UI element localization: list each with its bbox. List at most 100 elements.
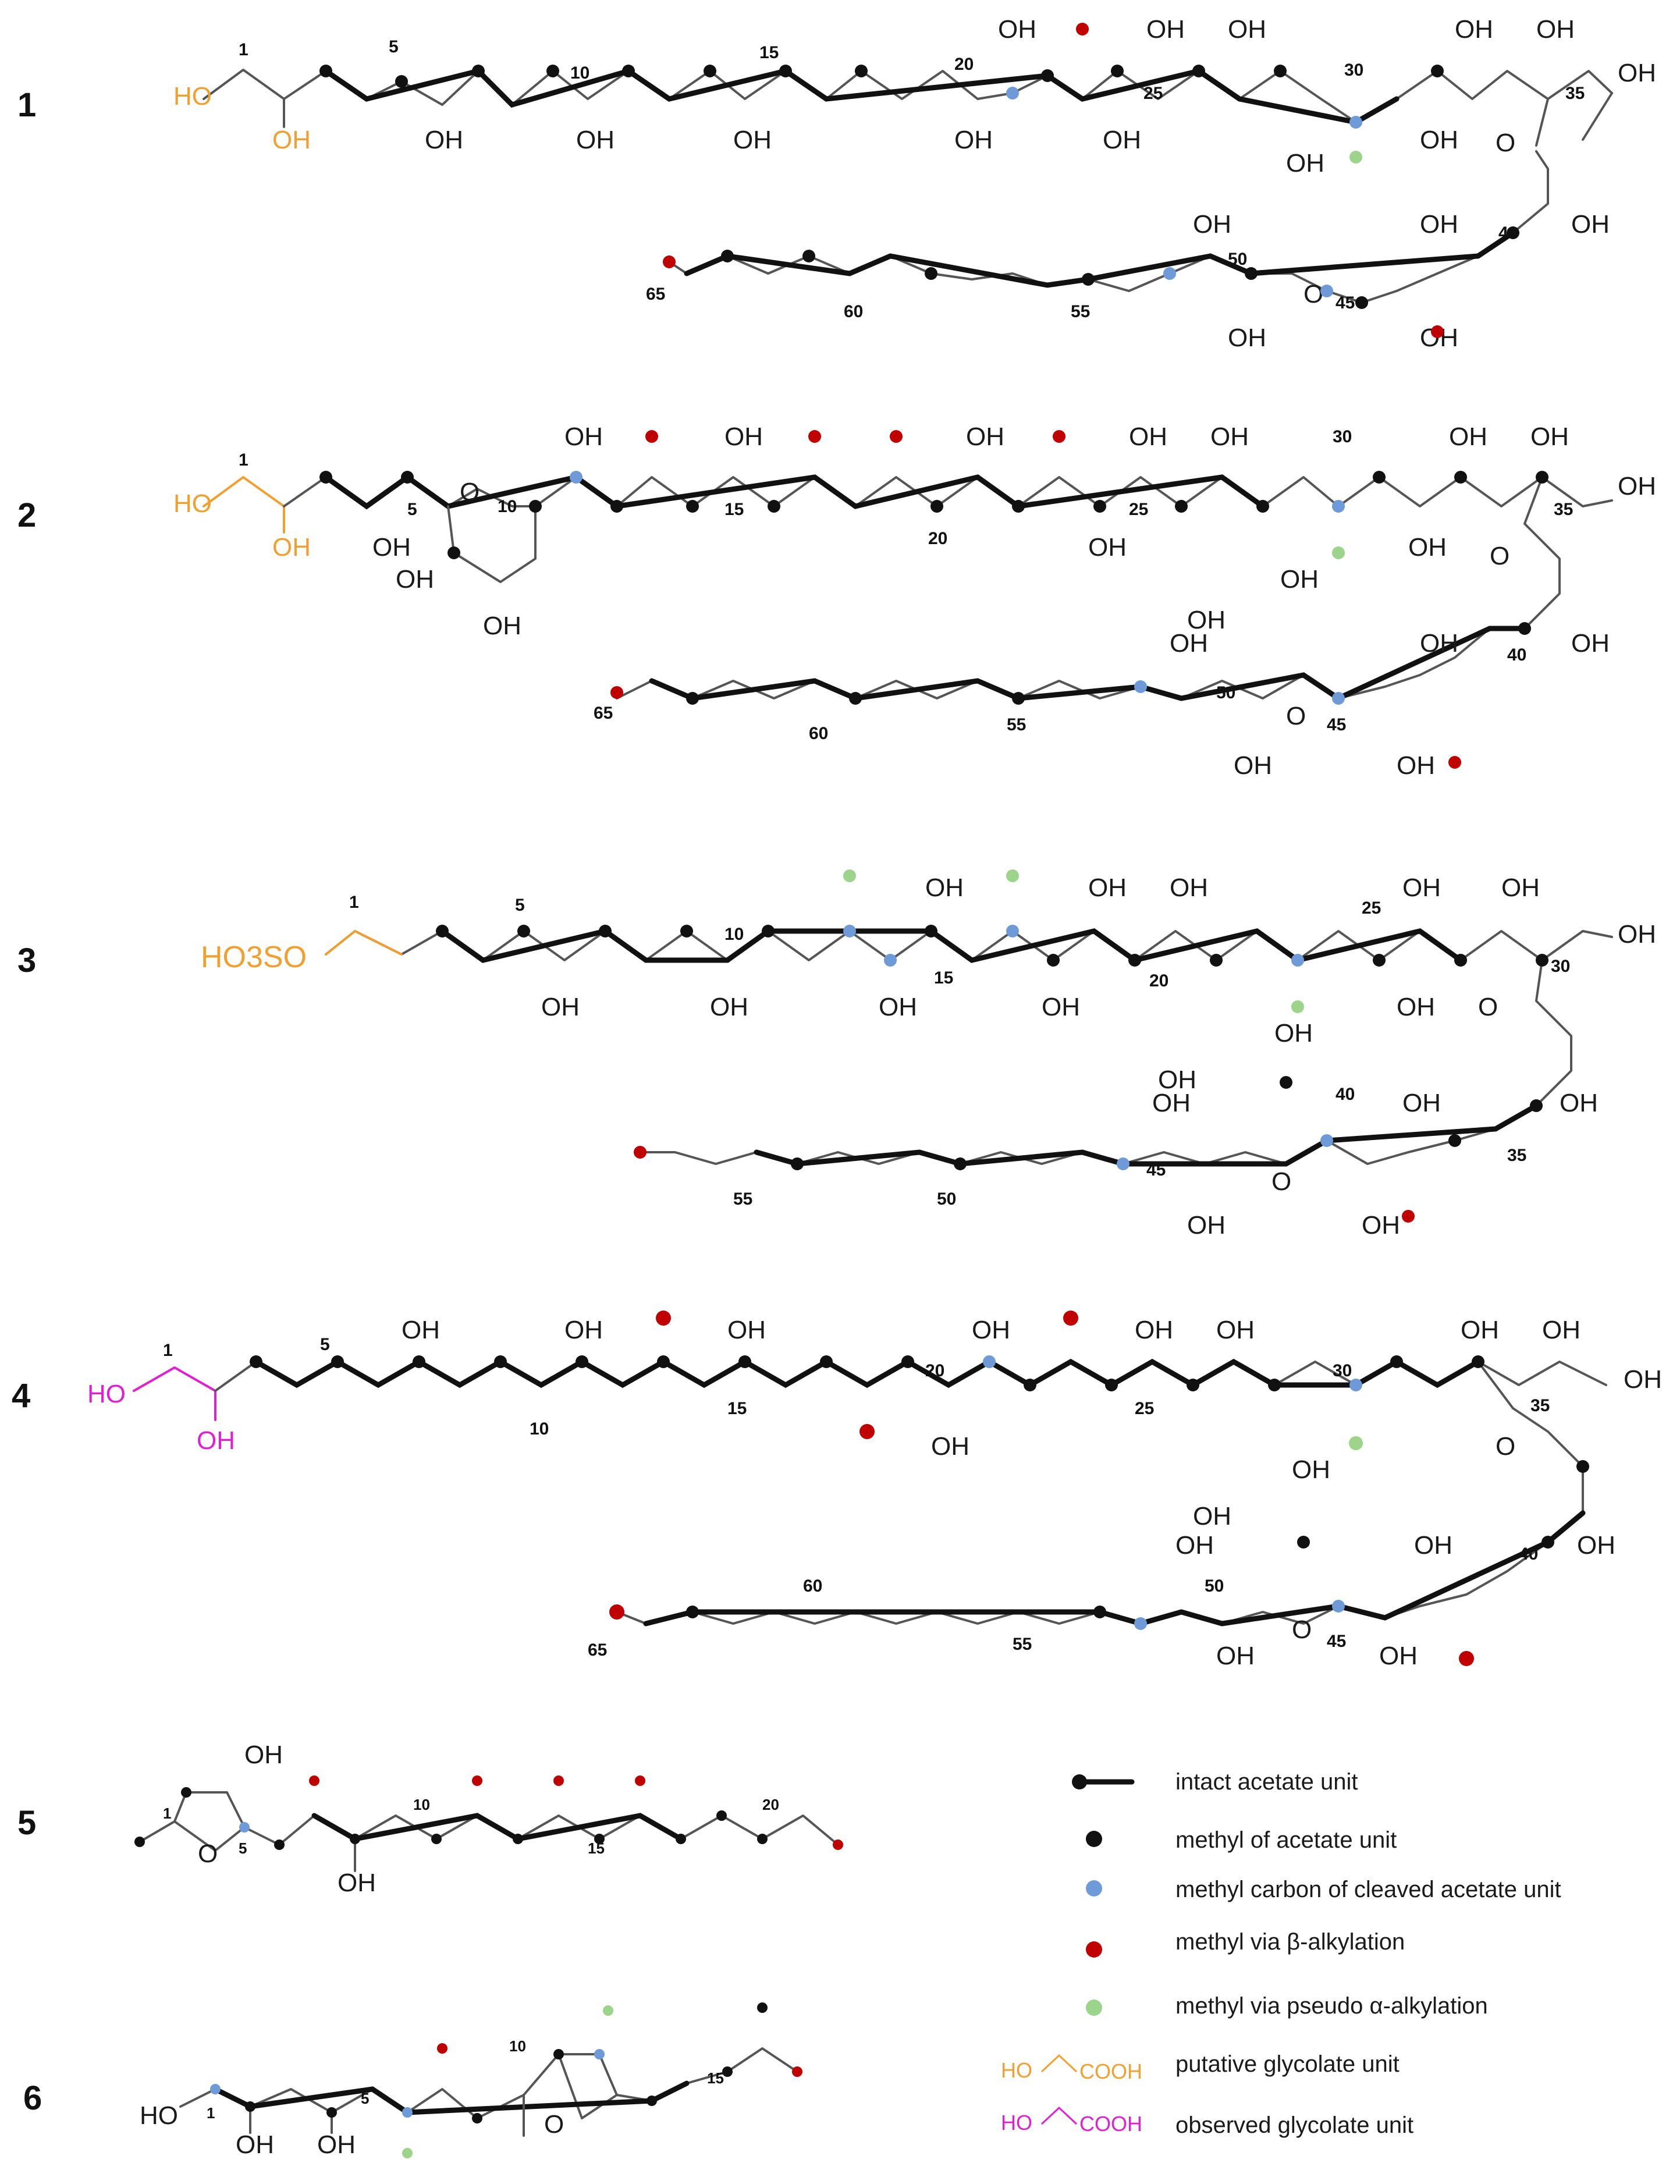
num-4-20: 20: [925, 1361, 944, 1380]
oh-4-o: OH: [1175, 1531, 1214, 1560]
oh-2-r: OH: [1170, 629, 1208, 658]
num-2-25: 25: [1129, 500, 1148, 519]
ring-oxygen-3b: O: [1271, 1167, 1291, 1196]
structure-compound-3: HO3SO OH OH OH OH OH OH OH OH OH OH OH O…: [201, 869, 1656, 1240]
position-numbers-2: 1 5 10 15 20 25 30 35 40 45 50 55 60 65: [239, 427, 1573, 743]
num-2-50: 50: [1216, 683, 1235, 702]
oh-4-e: OH: [972, 1316, 1010, 1344]
num-2-20: 20: [928, 529, 947, 548]
svg-text:intact acetate unit: intact acetate unit: [1175, 1769, 1358, 1795]
oh-3-j: OH: [1501, 873, 1540, 902]
num-2-10: 10: [498, 497, 517, 516]
oh-3-q: OH: [1158, 1066, 1196, 1094]
oh-4-h: OH: [1461, 1316, 1499, 1344]
oh-4-l: OH: [1414, 1531, 1452, 1560]
oh-3-f: OH: [1088, 873, 1127, 902]
ring-oxygen-2b: O: [1490, 542, 1509, 570]
oh-3-c: OH: [879, 993, 917, 1021]
position-numbers-4: 1 5 10 15 20 25 30 35 40 45 50 55 60 65: [163, 1335, 1550, 1660]
num-3-10: 10: [724, 925, 744, 944]
oh-1-p: OH: [1228, 324, 1266, 352]
num-1-30: 30: [1344, 61, 1363, 80]
num-1-5: 5: [389, 37, 399, 56]
oh-3-r: OH: [1274, 1019, 1313, 1047]
oh-3-e: OH: [1042, 993, 1080, 1021]
svg-text:putative glycolate unit: putative glycolate unit: [1175, 2051, 1400, 2077]
oh-3-l: OH: [1560, 1089, 1598, 1117]
start-oh-label: OH: [197, 1426, 235, 1455]
num-5-5: 5: [239, 1839, 247, 1857]
num-2-35: 35: [1554, 500, 1573, 519]
oh-6-b: OH: [317, 2130, 356, 2159]
num-4-25: 25: [1135, 1399, 1154, 1418]
num-1-20: 20: [954, 55, 974, 74]
num-4-35: 35: [1530, 1396, 1550, 1415]
structure-compound-6: HO OH OH O 1 5 10 15: [140, 2002, 802, 2159]
num-3-55: 55: [733, 1189, 752, 1209]
num-2-5: 5: [407, 500, 417, 519]
num-3-40: 40: [1336, 1085, 1355, 1104]
oh-1-g: OH: [1146, 15, 1185, 44]
num-1-10: 10: [570, 63, 589, 83]
num-4-60: 60: [803, 1576, 822, 1596]
oh-3-g: OH: [1170, 873, 1208, 902]
svg-text:HO: HO: [1001, 2111, 1032, 2135]
hydroxyl-labels-2: OH OH OH OH OH OH OH OH OH OH OH OH OH O…: [372, 422, 1656, 780]
oh-4-b: OH: [564, 1316, 603, 1344]
num-4-30: 30: [1333, 1361, 1352, 1380]
legend: intact acetate unit methyl of acetate un…: [1001, 1769, 1561, 2138]
svg-text:methyl carbon of cleaved aceta: methyl carbon of cleaved acetate unit: [1175, 1877, 1561, 1902]
oh-2-g: OH: [1129, 422, 1167, 451]
oh-4-m: OH: [1379, 1642, 1418, 1670]
oh-4-c: OH: [727, 1316, 766, 1344]
start-ho-label: HO: [173, 489, 212, 518]
oh-1-j: OH: [1420, 126, 1458, 154]
oh-3-k: OH: [1618, 920, 1656, 949]
svg-text:COOH: COOH: [1079, 2112, 1142, 2136]
oh-2-l: OH: [1530, 422, 1569, 451]
structure-compound-4: HO OH OH OH OH OH OH OH OH OH OH OH OH O…: [87, 1311, 1662, 1670]
oh-4-q: OH: [1292, 1455, 1330, 1484]
oh-2-o: OH: [1420, 629, 1458, 658]
num-6-1: 1: [207, 2104, 215, 2122]
oh-2-t: OH: [1280, 565, 1319, 594]
legend-item-cleaved-acetate: methyl carbon of cleaved acetate unit: [1086, 1877, 1561, 1902]
num-2-40: 40: [1507, 645, 1526, 665]
legend-item-intact-acetate: intact acetate unit: [1072, 1769, 1358, 1795]
svg-text:methyl of acetate unit: methyl of acetate unit: [1175, 1827, 1397, 1853]
start-sulfate-label: HO3SO: [201, 940, 307, 974]
oh-2-p: OH: [1397, 751, 1435, 780]
oh-4-f: OH: [1135, 1316, 1173, 1344]
num-4-50: 50: [1205, 1576, 1224, 1596]
oh-2-m: OH: [1618, 472, 1656, 500]
hydroxyl-labels-4: OH OH OH OH OH OH OH OH OH OH OH OH OH O…: [402, 1316, 1662, 1670]
num-2-15: 15: [724, 500, 744, 519]
carbon-dots-5: [134, 1775, 843, 1850]
compound-label-2: 2: [17, 496, 36, 534]
ring-oxygen-2a: O: [460, 478, 480, 506]
num-6-5: 5: [361, 2090, 369, 2107]
oh-3-a: OH: [541, 993, 580, 1021]
hydroxyl-labels-3: OH OH OH OH OH OH OH OH OH OH OH OH OH O…: [541, 873, 1656, 1240]
oh-2-b: OH: [396, 565, 434, 594]
num-2-45: 45: [1327, 715, 1346, 734]
hydroxyl-labels-1: OH OH OH OH OH OH OH OH OH OH OH OH OH O…: [425, 15, 1656, 352]
num-3-15: 15: [934, 968, 953, 988]
oh-1-n: OH: [1420, 210, 1458, 239]
ring-oxygen-2c: O: [1286, 702, 1306, 730]
svg-text:observed glycolate unit: observed glycolate unit: [1175, 2112, 1413, 2138]
num-2-1: 1: [239, 450, 248, 470]
oh-1-h: OH: [1228, 15, 1266, 44]
num-1-65: 65: [646, 285, 665, 304]
compound-label-4: 4: [12, 1377, 30, 1415]
num-5-10: 10: [413, 1796, 430, 1813]
num-3-5: 5: [515, 896, 525, 915]
carbon-dots-4: [250, 1311, 1589, 1666]
num-5-20: 20: [762, 1796, 779, 1813]
num-3-35: 35: [1507, 1146, 1526, 1165]
oh-5-a: OH: [244, 1741, 283, 1769]
oh-1-c: OH: [733, 126, 772, 154]
carbon-dots-1: [319, 23, 1519, 338]
ring-oxygen-4b: O: [1292, 1615, 1312, 1644]
oh-4-g: OH: [1216, 1316, 1255, 1344]
